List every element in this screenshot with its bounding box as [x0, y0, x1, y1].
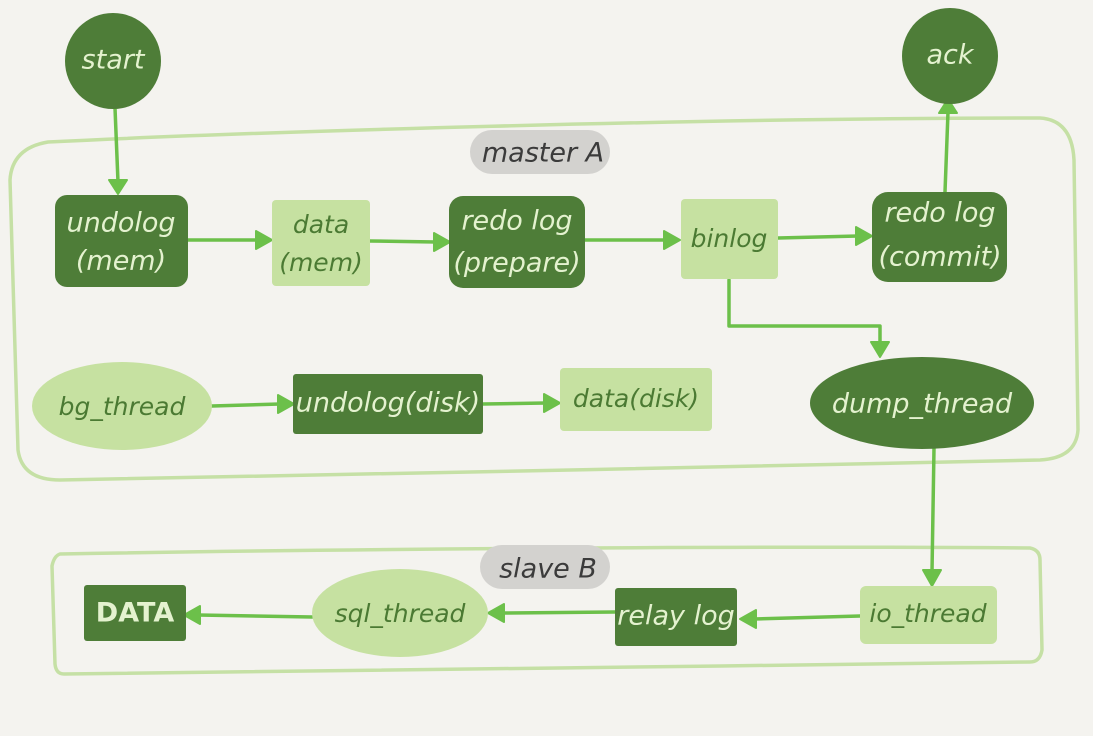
redo-log-prepare-node: redo log (prepare) — [449, 196, 585, 288]
data-disk-node: data(disk) — [560, 368, 712, 431]
slave-b-label-bubble — [480, 545, 610, 589]
relay-log-label: relay log — [617, 601, 734, 632]
undolog-disk-node: undolog(disk) — [293, 374, 483, 434]
sql-thread-node: sql_thread — [312, 569, 488, 657]
arrow-sql-thread-to-DATA-head — [183, 605, 201, 625]
redo-log-commit-label-line2: (commit) — [878, 242, 1001, 273]
binlog-label: binlog — [691, 224, 768, 253]
arrow-relay-log-to-sql-thread — [500, 610, 617, 615]
undolog-mem-label-line1: undolog — [66, 208, 175, 239]
redo-log-commit-node: redo log (commit) — [872, 192, 1007, 282]
io-thread-label: io_thread — [869, 599, 986, 628]
master-a-label: master A — [482, 138, 604, 169]
slave-b-label: slave B — [499, 554, 597, 585]
io-thread-node: io_thread — [860, 586, 997, 644]
bg-thread-label: bg_thread — [59, 392, 186, 421]
arrow-io-thread-to-relay-log — [752, 614, 862, 621]
start-label: start — [82, 45, 146, 76]
data-mem-node: data (mem) — [272, 200, 370, 286]
arrow-redo-commit-to-ack-head — [938, 98, 958, 114]
sql-thread-label: sql_thread — [335, 599, 466, 628]
master-a-container — [8, 116, 1080, 482]
binlog-node: binlog — [681, 199, 778, 279]
DATA-node: DATA — [84, 585, 186, 641]
undolog-mem-node: undolog (mem) — [55, 195, 188, 287]
arrows — [108, 98, 958, 629]
arrow-sql-thread-to-DATA — [196, 613, 314, 619]
arrow-bg-thread-to-undolog-disk-head — [277, 394, 295, 414]
undolog-mem-label-line2: (mem) — [76, 246, 166, 277]
arrow-undolog-to-data-head — [255, 230, 273, 250]
data-mem-label-line1: data — [293, 210, 349, 239]
DATA-label: DATA — [96, 598, 175, 629]
arrow-start-to-undolog-head — [108, 179, 128, 195]
arrow-io-thread-to-relay-log-head — [739, 609, 757, 629]
redo-log-prepare-label-line1: redo log — [461, 206, 572, 237]
redo-log-prepare-label-line2: (prepare) — [453, 248, 580, 279]
ack-label: ack — [926, 40, 974, 71]
relay-log-node: relay log — [615, 588, 737, 646]
arrow-undolog-disk-to-data-disk — [481, 401, 548, 406]
arrow-start-to-undolog — [113, 106, 120, 184]
arrow-undolog-disk-to-data-disk-head — [543, 393, 561, 413]
slave-b-container — [50, 545, 1044, 676]
dump-thread-node: dump_thread — [810, 357, 1034, 449]
arrow-redo-commit-to-ack — [943, 110, 950, 194]
ack-node: ack — [902, 8, 998, 104]
arrow-redo-prepare-to-binlog-head — [663, 230, 681, 250]
bg-thread-node: bg_thread — [32, 362, 212, 450]
undolog-disk-label: undolog(disk) — [296, 388, 480, 419]
arrow-binlog-to-redo-commit-head — [855, 226, 873, 246]
arrow-data-to-redo-prepare — [368, 239, 438, 244]
arrow-bg-thread-to-undolog-disk — [210, 402, 282, 408]
arrow-binlog-to-dump-thread-head — [870, 341, 890, 358]
arrow-data-to-redo-prepare-head — [433, 232, 451, 252]
master-a-label-bubble — [470, 130, 610, 174]
dump-thread-label: dump_thread — [832, 389, 1013, 420]
arrow-dump-thread-to-io-thread — [930, 446, 936, 574]
arrow-relay-log-to-sql-thread-head — [487, 603, 505, 623]
start-node: start — [65, 13, 161, 109]
data-mem-label-line2: (mem) — [279, 248, 363, 277]
arrow-binlog-to-redo-commit — [776, 234, 860, 240]
arrow-binlog-to-dump-thread — [727, 278, 882, 346]
data-disk-label: data(disk) — [573, 384, 699, 413]
arrow-dump-thread-to-io-thread-head — [922, 569, 942, 587]
redo-log-commit-label-line1: redo log — [884, 198, 995, 229]
